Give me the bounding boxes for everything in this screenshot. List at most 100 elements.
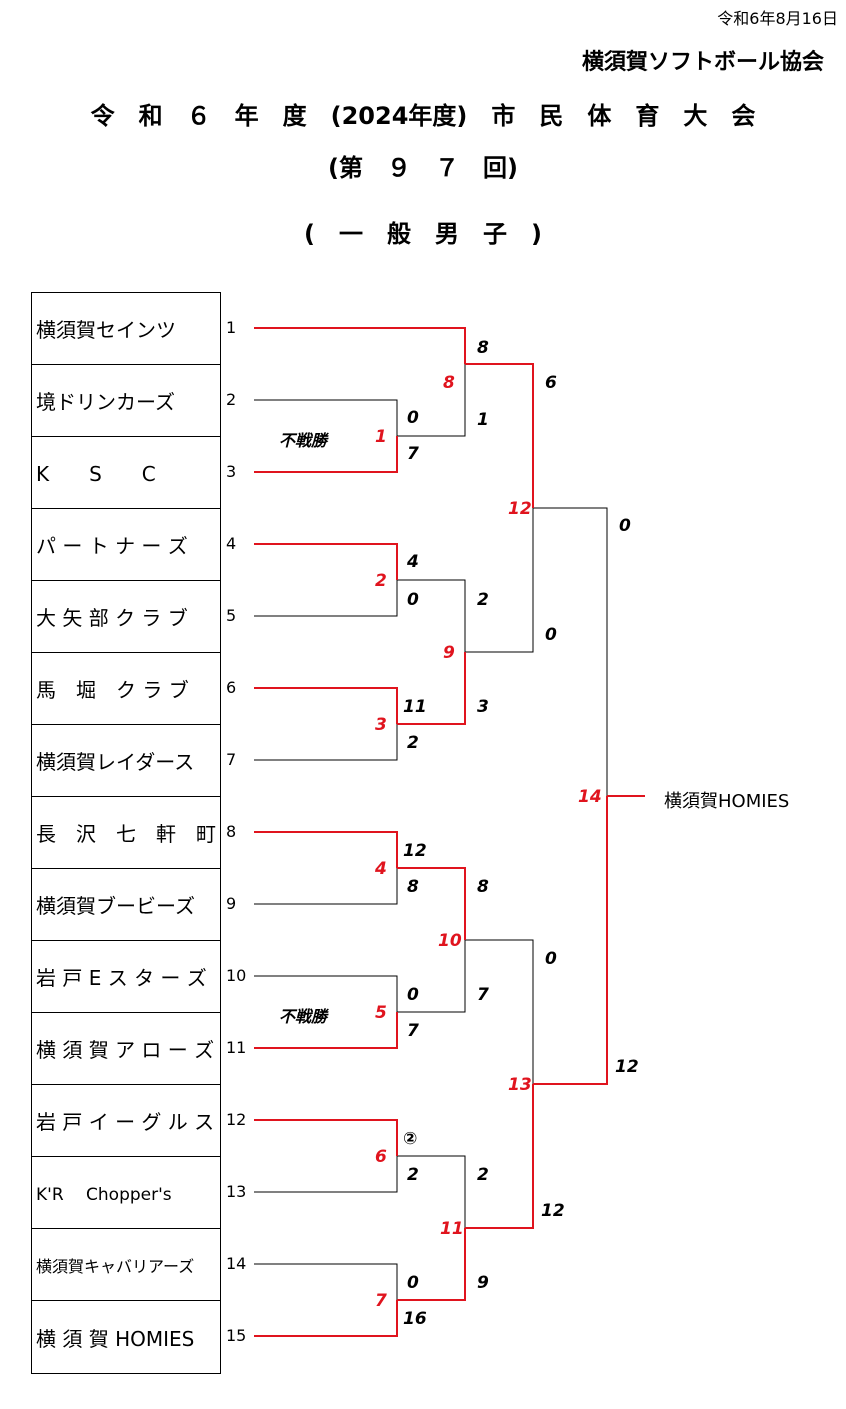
match-number: 6: [375, 1147, 387, 1167]
team-name: 横 須 賀 ア ロ ー ズ: [32, 1013, 220, 1085]
bracket-line-winner: [397, 652, 466, 725]
match-number: 14: [578, 787, 602, 807]
bracket-line-winner: [254, 1119, 398, 1156]
bracket-line-loser: [397, 940, 466, 1013]
seed-number: 12: [226, 1110, 247, 1129]
bracket-line-winner: [254, 543, 398, 580]
score: 0: [407, 408, 419, 428]
date-label: 令和6年8月16日: [717, 9, 838, 28]
bracket-line-loser: [397, 579, 466, 652]
team-name: 横須賀ブービーズ: [32, 869, 220, 941]
bracket-line-winner: [254, 687, 398, 724]
bracket-line-winner: [254, 831, 398, 868]
team-name: 横須賀キャバリアーズ: [32, 1229, 220, 1301]
bracket-line-winner: [254, 327, 466, 364]
seed-number: 8: [226, 822, 237, 841]
seed-number: 7: [226, 750, 237, 769]
match-number: 12: [508, 499, 532, 519]
team-name: 横 須 賀 HOMIES: [36, 1326, 195, 1351]
match-number: 1: [375, 427, 387, 447]
bracket-line-loser: [254, 1156, 398, 1193]
seed-number: 6: [226, 678, 237, 697]
match-number: 10: [438, 931, 462, 951]
score: 16: [403, 1309, 427, 1329]
team-name: 横須賀レイダース: [32, 725, 220, 797]
bracket-line-winner: [465, 1084, 534, 1229]
team-list: 横須賀セインツ 境ドリンカーズ K S C パ ー ト ナ ー ズ 大 矢 部 …: [31, 292, 221, 1374]
bracket-line-loser: [533, 507, 608, 796]
match-number: 2: [375, 571, 387, 591]
walkover-note: 不戦勝: [279, 431, 328, 450]
score: 0: [545, 949, 557, 969]
match-number: 9: [443, 643, 455, 663]
bracket-line-loser: [465, 508, 534, 653]
score: 0: [407, 590, 419, 610]
tournament-title: 令 和 ６ 年 度 (2024年度) 市 民 体 育 大 会: [90, 102, 756, 130]
seed-number: 3: [226, 462, 237, 481]
team-name: パ ー ト ナ ー ズ: [32, 509, 220, 581]
bracket-line-loser: [254, 975, 398, 1012]
match-number: 3: [375, 715, 387, 735]
match-number: 4: [375, 859, 387, 879]
seed-number: 5: [226, 606, 237, 625]
bracket-line-loser: [254, 399, 398, 436]
seed-number: 11: [226, 1038, 247, 1057]
score: 1: [477, 410, 489, 430]
champion-name: 横須賀HOMIES: [664, 791, 790, 812]
bracket-line-winner: [397, 1228, 466, 1301]
seed-number: 13: [226, 1182, 247, 1201]
walkover-note: 不戦勝: [279, 1007, 328, 1026]
match-number: 11: [440, 1219, 464, 1239]
score: 4: [407, 552, 419, 572]
edition-label: (第 ９ ７ 回): [328, 154, 518, 182]
team-name: 境ドリンカーズ: [32, 365, 220, 437]
bracket-line-winner: [254, 1012, 398, 1049]
division-label: ( 一 般 男 子 ): [304, 220, 542, 248]
team-name: K'R Chopper's: [32, 1157, 220, 1229]
score: 7: [407, 1021, 419, 1041]
score: 2: [407, 733, 419, 753]
team-name: K S C: [32, 437, 220, 509]
team-name: 馬 堀 ク ラ ブ: [32, 653, 220, 725]
match-number: 7: [375, 1291, 387, 1311]
bracket-line-loser: [465, 939, 534, 1084]
score: 12: [541, 1201, 565, 1221]
score: ②: [403, 1129, 418, 1149]
team-name: 横須賀セインツ: [32, 293, 220, 365]
score: 8: [477, 338, 489, 358]
score: 7: [477, 985, 489, 1005]
bracket-line-loser: [254, 580, 398, 617]
score: 0: [545, 625, 557, 645]
bracket-line-loser: [254, 868, 398, 905]
match-number: 13: [508, 1075, 532, 1095]
seed-number: 2: [226, 390, 237, 409]
seed-number: 10: [226, 966, 247, 985]
score: 0: [619, 516, 631, 536]
score: 6: [545, 373, 557, 393]
score: 2: [477, 590, 489, 610]
organization-name: 横須賀ソフトボール協会: [581, 50, 824, 75]
team-name: 大 矢 部 ク ラ ブ: [32, 581, 220, 653]
bracket-line-winner: [533, 796, 608, 1085]
seed-number: 4: [226, 534, 237, 553]
score: 2: [477, 1165, 489, 1185]
bracket-line-loser: [397, 1155, 466, 1228]
bracket-line-winner: [397, 867, 466, 940]
team-name: 岩 戸 イ ー グ ル ス: [32, 1085, 220, 1157]
match-number: 5: [375, 1003, 387, 1023]
seed-number: 1: [226, 318, 237, 337]
bracket-line-loser: [397, 364, 466, 437]
score: 2: [407, 1165, 419, 1185]
bracket-line-winner: [254, 1300, 398, 1337]
team-name: 長 沢 七 軒 町: [32, 797, 220, 869]
seed-number: 15: [226, 1326, 247, 1345]
score: 0: [407, 1273, 419, 1293]
bracket-line-winner: [254, 436, 398, 473]
match-number: 8: [443, 373, 455, 393]
score: 12: [403, 841, 427, 861]
bracket-line-winner: [465, 363, 534, 508]
score: 9: [477, 1273, 489, 1293]
seed-number: 14: [226, 1254, 247, 1273]
bracket-line-loser: [254, 1263, 398, 1300]
